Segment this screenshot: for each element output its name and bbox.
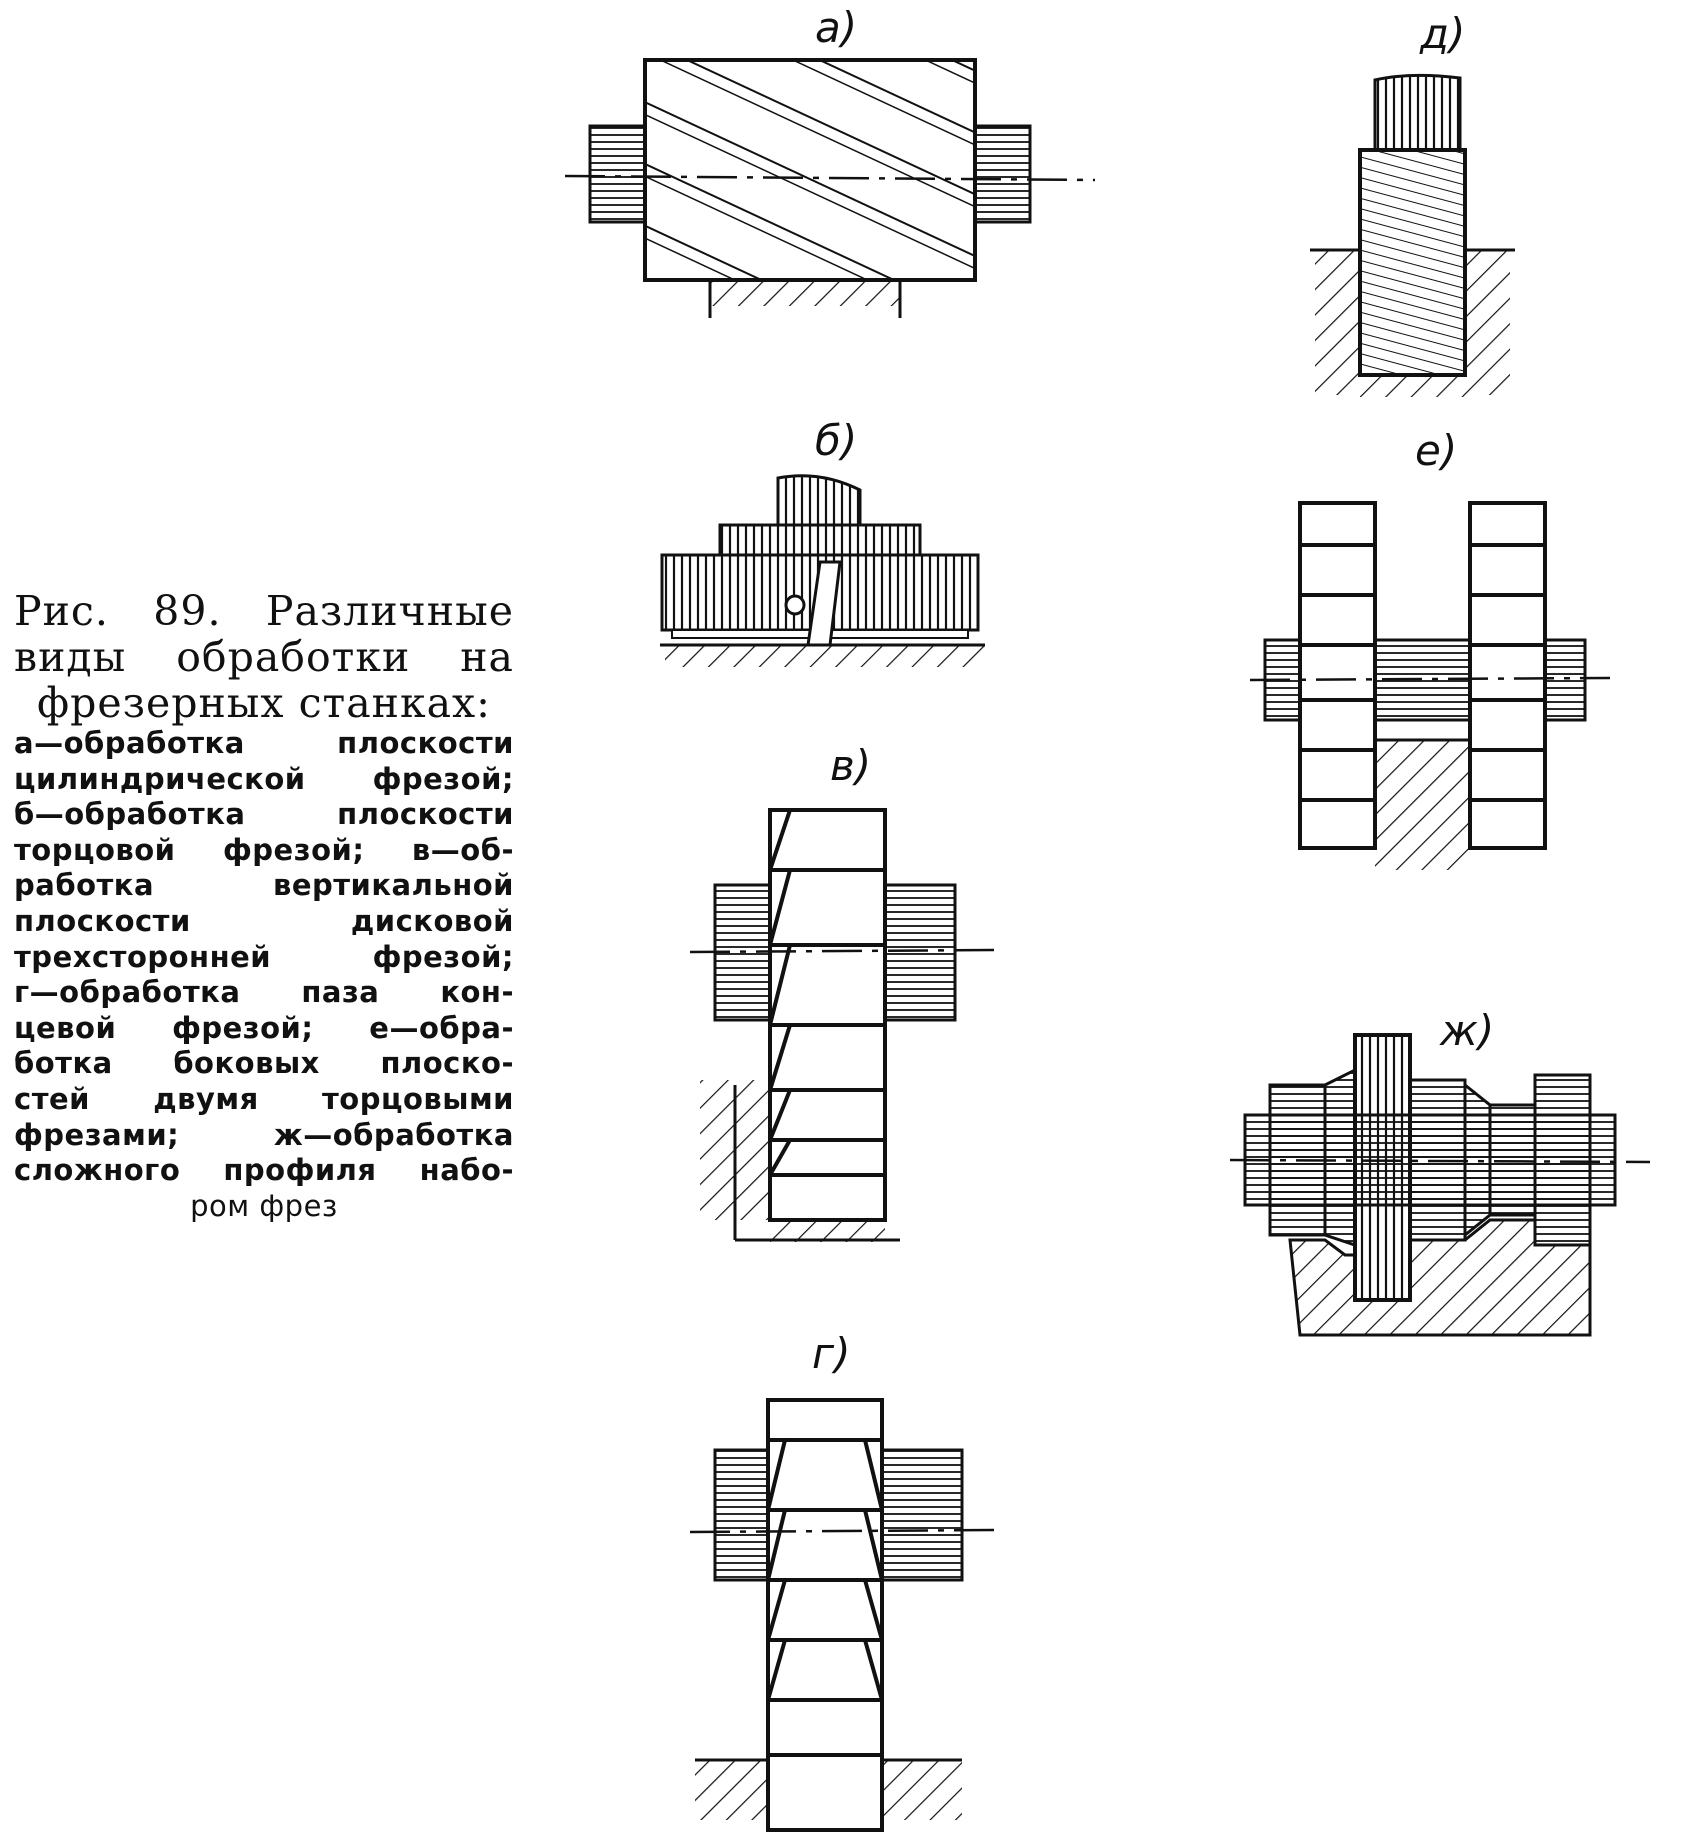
figure-zh-label: ж) xyxy=(1439,1006,1494,1055)
caption-desc-line: г—обработка паза кон- xyxy=(14,975,514,1010)
figure-b-hub xyxy=(718,523,922,557)
figure-g-end-mill xyxy=(766,1398,884,1832)
figure-g: г) xyxy=(689,1329,1001,1832)
caption-desc-line: работка вертикальной xyxy=(14,868,514,903)
figure-e-workpiece-hatch xyxy=(1375,740,1470,870)
figure-e: е) xyxy=(1249,426,1611,870)
caption-desc-line: фрезами; ж—обработка xyxy=(14,1117,514,1152)
figure-d-workpiece-hatch-right xyxy=(1465,250,1510,395)
figure-d: д) xyxy=(1310,9,1515,397)
caption-desc-line: сложного профиля набо- xyxy=(14,1153,514,1188)
caption-desc-line: плоскости дисковой xyxy=(14,903,514,938)
caption-title-line: виды обработки на xyxy=(14,633,514,681)
caption-desc-line: ром фрез xyxy=(190,1188,338,1223)
figure-g-workpiece-hatch-left xyxy=(695,1760,768,1820)
figure-a-shaft-right xyxy=(973,124,1032,224)
figure-a: а) xyxy=(564,3,1096,318)
figure-a-workpiece-hatch xyxy=(710,282,900,306)
figure-v: в) xyxy=(689,741,1001,1242)
figure-d-spindle xyxy=(1373,73,1462,152)
figure-a-axis xyxy=(564,174,1096,182)
figure-a-label: а) xyxy=(815,3,857,52)
figure-d-label: д) xyxy=(1419,9,1465,58)
figure-zh-cutter-2 xyxy=(1323,1067,1357,1248)
figure-a-shaft-left xyxy=(588,124,647,224)
caption-desc-line: а—обработка плоскости xyxy=(14,726,514,760)
figure-zh-workpiece-hatch xyxy=(1288,1218,1592,1337)
figure-e-label: е) xyxy=(1415,426,1457,475)
caption-desc-line: торцовой фрезой; в—об- xyxy=(14,832,514,867)
figure-v-shaft-right xyxy=(883,883,957,1022)
figure-zh-cutter-7 xyxy=(1533,1073,1592,1247)
figure-b: б) xyxy=(660,416,985,667)
figure-zh-cutter-6 xyxy=(1488,1103,1537,1217)
figure-a-cylindrical-cutter xyxy=(643,58,977,282)
figure-e-cutter-left xyxy=(1298,501,1377,850)
figure-e-axis xyxy=(1249,676,1611,682)
caption-desc-line: стей двумя торцовыми xyxy=(14,1081,514,1116)
caption-desc-line: б—обработка плоскости xyxy=(14,797,514,832)
figure-v-label: в) xyxy=(830,741,871,790)
figure-b-bolt xyxy=(784,594,806,616)
caption-desc-line: ботка боковых плоско- xyxy=(14,1046,514,1081)
figure-e-cutter-right xyxy=(1468,501,1547,850)
figure-d-end-mill xyxy=(1358,148,1467,377)
caption-title-line: фрезерных станках: xyxy=(36,679,491,727)
figure-zh-axis xyxy=(1229,1158,1651,1164)
figure-g-axis xyxy=(689,1528,1001,1534)
caption-desc-line: трехсторонней фрезой; xyxy=(14,939,514,974)
figure-g-label: г) xyxy=(812,1329,850,1378)
figure-g-shaft-right xyxy=(880,1448,964,1582)
figure-b-label: б) xyxy=(815,416,857,465)
figure-d-workpiece-hatch-left xyxy=(1315,250,1360,395)
figure-b-workpiece-hatch xyxy=(665,645,985,667)
figure-g-shaft-left xyxy=(713,1448,772,1582)
figure-caption: Рис. 89. Различные виды обработки на фре… xyxy=(14,588,514,1224)
caption-title-line: Рис. 89. Различные xyxy=(14,587,514,635)
figure-zh-cutter-5 xyxy=(1463,1081,1492,1239)
caption-desc-line: цевой фрезой; е—обра- xyxy=(14,1010,514,1045)
figure-v-axis xyxy=(689,948,1001,954)
figure-b-spindle xyxy=(776,474,862,527)
caption-desc-line: цилиндрической фрезой; xyxy=(14,761,514,796)
figure-zh-cutter-3 xyxy=(1353,1033,1412,1302)
figure-g-workpiece-hatch-right xyxy=(882,1760,962,1820)
figure-zh: ж) xyxy=(1229,1006,1651,1337)
